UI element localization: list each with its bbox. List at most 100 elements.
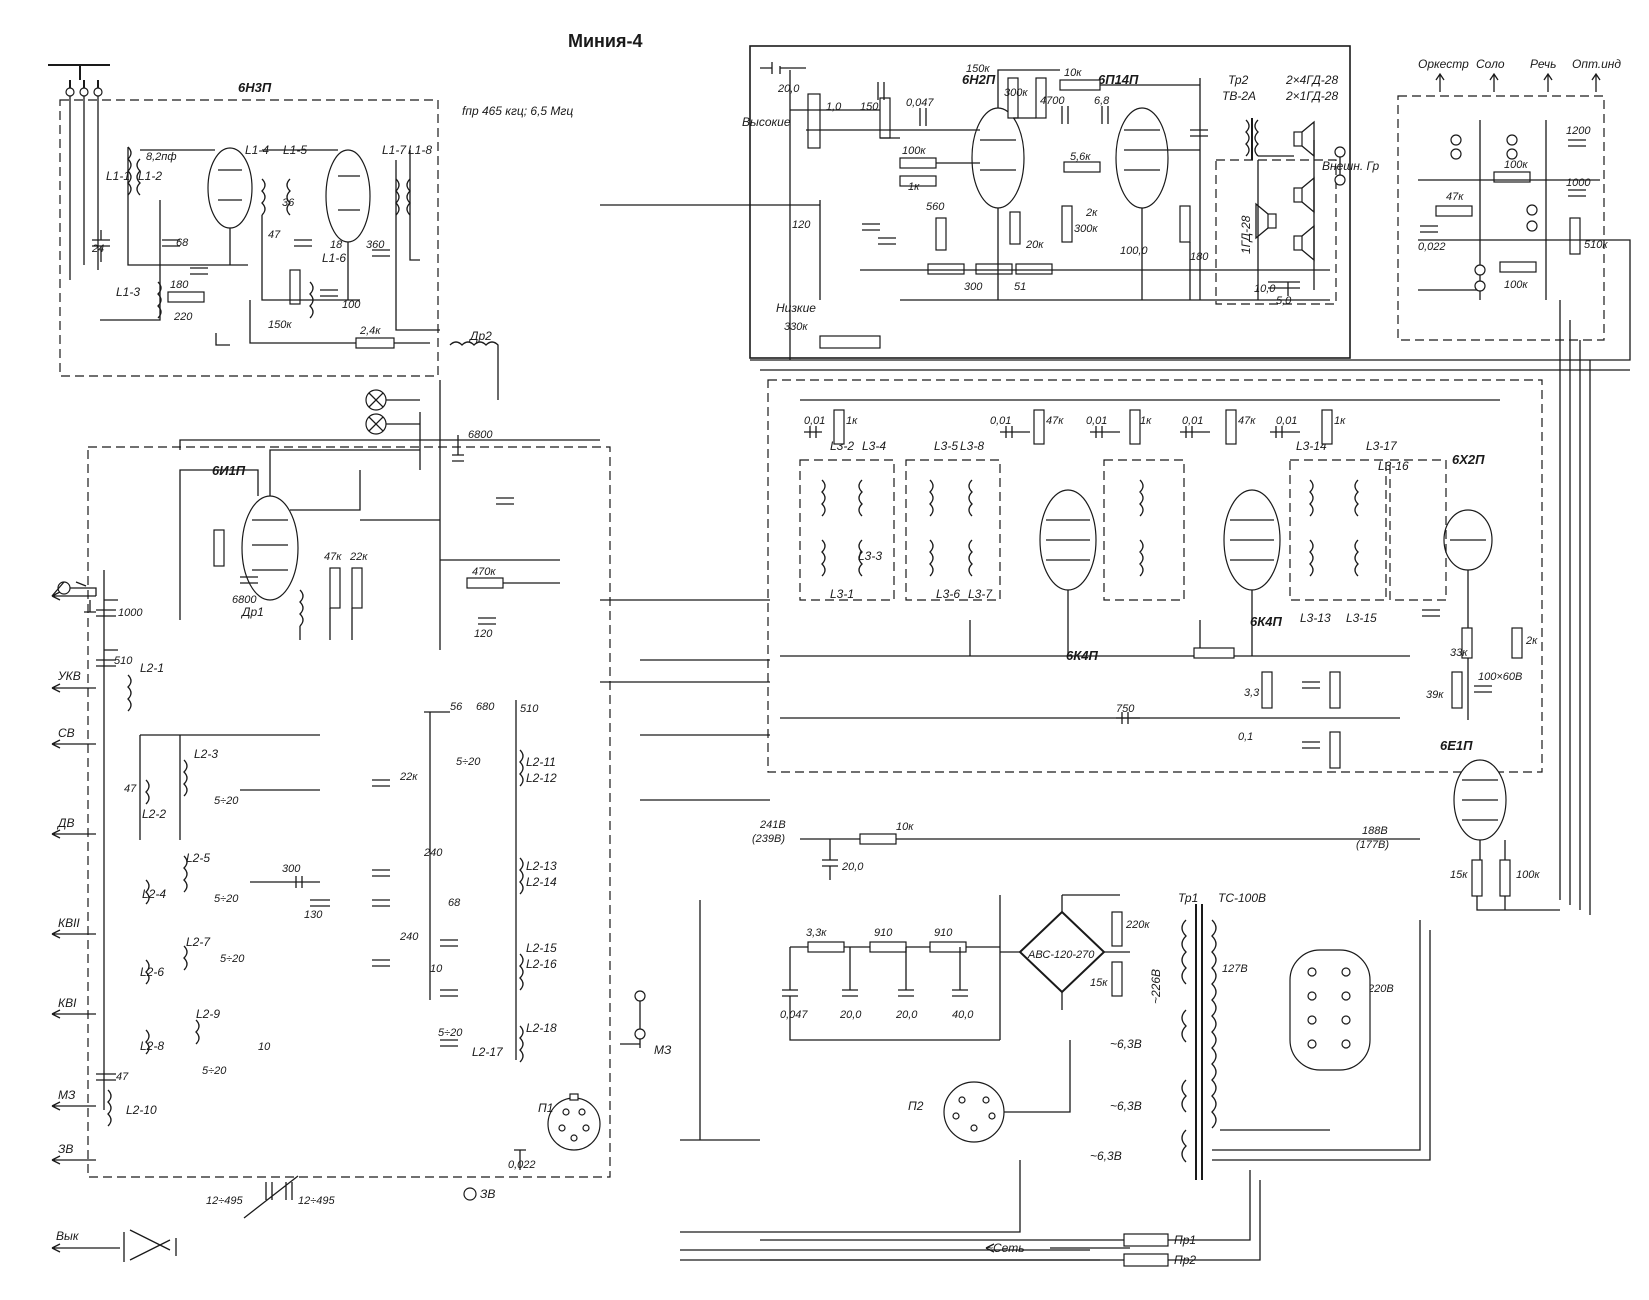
tube-6n2p-label: 6Н2П: [962, 72, 996, 87]
resistor-33k-label: 33к: [1450, 647, 1468, 659]
pot-treble[interactable]: [807, 93, 821, 149]
tone-contact-8: [1474, 280, 1486, 292]
band-label-mz: МЗ: [58, 1088, 76, 1102]
label-l3-4: L3-4: [862, 439, 886, 453]
ukv-block: 6Н3П L1-1 L1-2 L1-3 L1-4 L1-5 L1-6 L1: [91, 80, 499, 400]
resistor-2-4k: [355, 337, 395, 349]
tuning-indicator: 6Е1П 15к 100к 188В (177В): [1356, 738, 1560, 911]
cap-1-0-label: 1,0: [826, 101, 842, 113]
tr1-type-label: ТС-100В: [1218, 891, 1266, 905]
zv-jack-label: ЗВ: [480, 1187, 495, 1201]
label-l3-13: L3-13: [1300, 611, 1331, 625]
cap-47-sv-label: 47: [124, 783, 137, 795]
mains-label: ~Сеть: [986, 1241, 1025, 1255]
output-transformer-tr2: [1245, 119, 1259, 157]
cap-0-01-a-label: 0,01: [804, 415, 825, 427]
label-l2-7: L2-7: [186, 935, 211, 949]
cap-56-label: 56: [450, 701, 463, 713]
cap-0-01-b-label: 0,01: [990, 415, 1011, 427]
resistor-510k-label: 510к: [1584, 239, 1608, 251]
tube-6n2p: [971, 107, 1025, 209]
cap-1200-label: 1200: [1566, 125, 1591, 137]
resistor-47k-mixer: [329, 567, 341, 609]
resistor-51-label: 51: [1014, 281, 1026, 293]
trimmer-kv1-label: 5÷20: [202, 1065, 227, 1077]
cap-68-label: 68: [176, 237, 189, 249]
tube-6n3p-a: [207, 147, 253, 229]
hv-winding-label: ~226В: [1149, 969, 1163, 1004]
coil-group-kv2: L2-7 L2-6 5÷20: [140, 935, 245, 985]
label-l2-3: L2-3: [194, 747, 218, 761]
tube-6n3p-b: [325, 149, 371, 243]
cap-240-label: 240: [423, 847, 443, 859]
label-l2-18: L2-18: [526, 1021, 557, 1035]
label-l3-5: L3-5: [934, 439, 958, 453]
trimmer-dv-label: 5÷20: [214, 893, 239, 905]
am-fm-block: 6И1П Др1 6800 6800 47к 22к 470к 120 1000: [51, 380, 672, 1262]
inductor-l1-2: [136, 158, 141, 196]
cap-20uf-d-label: 20,0: [895, 1009, 918, 1021]
inductor-l1-3: [157, 281, 162, 319]
off-switch: [123, 1229, 177, 1262]
pot-bass[interactable]: [819, 335, 881, 349]
cap-1000-input: [96, 609, 116, 617]
tone-contact-3: [1506, 134, 1518, 146]
speaker-icon-3: [1293, 224, 1315, 262]
cap-240-b-label: 240: [399, 931, 419, 943]
voltage-177-label: (177В): [1356, 839, 1389, 851]
schematic-title: Миния-4: [568, 31, 643, 51]
cap-510-ukv-label: 510: [114, 655, 133, 667]
fuse-pr2: [1123, 1253, 1169, 1267]
inductor-l1-7: [395, 178, 400, 216]
connector-p1-label: П1: [538, 1101, 553, 1115]
heater-winding-a-label: ~6,3В: [1110, 1037, 1142, 1051]
cap-4700-label: 4700: [1040, 95, 1065, 107]
choke-dr2-label: Др2: [468, 329, 492, 343]
label-l3-6: L3-6: [936, 587, 960, 601]
label-l2-5: L2-5: [186, 851, 210, 865]
gang-cap-2-label: 12÷495: [298, 1195, 336, 1207]
cap-8-2pf-label: 8,2пф: [146, 151, 177, 163]
label-l1-2: L1-2: [138, 169, 162, 183]
voltage-188-label: 188В: [1362, 825, 1388, 837]
resistor-3-3k-ps-label: 3,3к: [806, 927, 827, 939]
if-amp-block-outline: [767, 379, 1543, 773]
tube-6e1p-label: 6Е1П: [1440, 738, 1473, 753]
transformer-core: [1195, 904, 1203, 1180]
tube-6n3p-label: 6Н3П: [238, 80, 272, 95]
speaker-icon-2: [1293, 176, 1315, 214]
resistor-15k-ind-label: 15к: [1450, 869, 1468, 881]
cap-120-af-label: 120: [792, 219, 811, 231]
cap-6-8-label: 6,8: [1094, 95, 1110, 107]
tube-6x2p-label: 6Х2П: [1452, 452, 1485, 467]
am-fm-block-outline: [87, 446, 611, 1178]
label-l2-11: L2-11: [526, 755, 556, 769]
cap-1000-input-label: 1000: [118, 607, 143, 619]
resistor-470k-label: 470к: [472, 566, 496, 578]
label-l1-6: L1-6: [322, 251, 346, 265]
voltage-selector: [1289, 949, 1371, 1071]
band-labels: УКВ СВ ДВ КВII КВI МЗ ЗВ Вык: [51, 591, 120, 1253]
resistor-300-label: 300: [964, 281, 983, 293]
label-l3-16: L3-16: [1378, 459, 1409, 473]
resistor-300k-af-label: 300к: [1004, 87, 1028, 99]
cap-0-01-c-label: 0,01: [1086, 415, 1107, 427]
tone-orchestra-label: Оркестр: [1418, 57, 1469, 71]
resistor-1k-if-c-label: 1к: [1334, 415, 1346, 427]
cap-68-osc-label: 68: [448, 897, 461, 909]
resistor-220k-label: 220к: [1125, 919, 1150, 931]
speaker-pair-a-label: 2×4ГД-28: [1285, 73, 1338, 87]
label-l3-3: L3-3: [858, 549, 882, 563]
resistor-150k-af-label: 150к: [966, 63, 990, 75]
if-frequency-note: fпр 465 кгц; 6,5 Мгц: [462, 104, 573, 118]
cap-6800-dr2-label: 6800: [468, 429, 493, 441]
tone-contact-4: [1506, 148, 1518, 160]
resistor-10k-b-label: 10к: [896, 821, 914, 833]
tone-contact-7: [1474, 264, 1486, 276]
speaker-pair-b-label: 2×1ГД-28: [1285, 89, 1338, 103]
tuning-gang: 12÷495 12÷495: [206, 1175, 336, 1219]
label-l3-7: L3-7: [968, 587, 993, 601]
label-l2-8: L2-8: [140, 1039, 164, 1053]
cap-0-047-af-label: 0,047: [906, 97, 934, 109]
tr2-type-label: ТВ-2А: [1222, 89, 1256, 103]
